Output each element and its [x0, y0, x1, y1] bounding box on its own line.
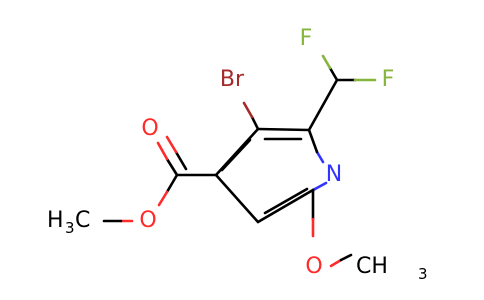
atom-methyl-left-h: H: [47, 208, 64, 233]
bond-carbonyl-o-single: [157, 190, 169, 207]
bond-carbonyl-o-double2-dark: [174, 150, 188, 171]
atom-methyl-right: CH: [356, 254, 388, 279]
bond-carbonyl-o-double-dark: [165, 157, 179, 177]
bond-c3-br-dark: [250, 115, 260, 131]
bond-c4-c5: [214, 173, 260, 224]
bond-carbonyl-o-double: [156, 141, 169, 161]
atom-o-ester: O: [139, 208, 156, 233]
bond-chf2-f1: [321, 54, 332, 70]
bond-c2-c3: [256, 127, 311, 132]
bond-c2-chf2: [307, 78, 339, 132]
atom-methyl-left-c: C: [75, 208, 90, 233]
atom-o-carbonyl: O: [141, 116, 158, 141]
atom-methyl-left-sub: 3: [65, 219, 75, 237]
bond-c3-c4-inner: [220, 138, 252, 172]
bond-c3-br: [242, 101, 254, 119]
bond-chf2-f1-dark: [328, 66, 339, 82]
bond-n-c2: [315, 150, 325, 164]
bond-carbonyl-o-double2: [165, 135, 178, 154]
atom-o-methoxy: O: [305, 254, 322, 279]
bond-c6-n: [313, 181, 328, 191]
bond-c5-c6-inner: [263, 187, 309, 215]
bond-methoxy-ch3-dark: [339, 253, 353, 262]
atom-f2: F: [382, 67, 395, 92]
bond-carbonyl-o-single-dark: [165, 173, 179, 194]
bond-methoxy-ch3: [329, 258, 343, 268]
atom-methyl-right-sub: 3: [418, 265, 428, 283]
bond-c5-c6: [256, 188, 315, 224]
atom-f1: F: [300, 26, 313, 51]
atom-n: N: [326, 162, 342, 187]
atom-br: Br: [220, 67, 245, 92]
bond-n-c2-dark: [307, 128, 319, 154]
